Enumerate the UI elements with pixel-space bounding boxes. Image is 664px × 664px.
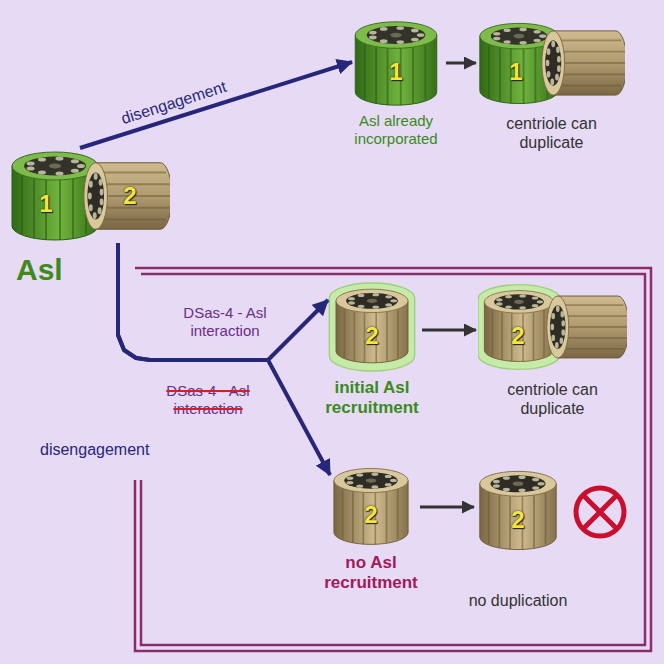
process-label: disengagement: [40, 440, 149, 459]
edge-label: DSas-4 - Asl interaction: [165, 304, 285, 340]
caption: Asl already incorporated: [334, 112, 458, 148]
caption: centriole can duplicate: [492, 114, 612, 152]
callout-number: 2: [511, 508, 524, 532]
arrow: [80, 62, 352, 148]
callout-number: 1: [509, 60, 522, 84]
arrow: [446, 62, 476, 65]
callout-number: 1: [39, 192, 52, 216]
centriole: 2initial Asl recruitment: [328, 282, 416, 372]
arrow: [118, 243, 330, 475]
callout-number: 2: [365, 324, 378, 348]
duplicated-centriole: 2centriole can duplicate: [478, 282, 627, 372]
callout-number: 1: [389, 60, 402, 84]
duplicated-centriole: 1centriole can duplicate: [478, 18, 625, 108]
no-symbol: [576, 488, 624, 536]
arrow: [420, 506, 474, 509]
callout-number: 2: [511, 324, 524, 348]
protein-label: Asl: [16, 253, 63, 286]
centriole: 1Asl already incorporated: [352, 18, 440, 108]
arrow: [422, 329, 476, 332]
caption: centriole can duplicate: [493, 380, 613, 418]
centriole: 2no Asl recruitment: [330, 465, 412, 547]
centriole: 2no duplication: [478, 465, 558, 555]
mother-centriole: 1: [10, 148, 92, 243]
centriole-pair: Asl12: [10, 148, 170, 243]
caption: initial Asl recruitment: [302, 378, 442, 419]
arrow: [118, 243, 328, 360]
edge-label: disengagement: [118, 77, 228, 128]
callout-number: 2: [364, 503, 377, 527]
caption: no Asl recruitment: [306, 553, 436, 594]
edge-label: DSas-4 - Asl interaction: [148, 382, 268, 418]
caption: no duplication: [448, 591, 588, 610]
daughter-centriole: 2: [82, 160, 170, 232]
callout-number: 2: [123, 184, 136, 208]
